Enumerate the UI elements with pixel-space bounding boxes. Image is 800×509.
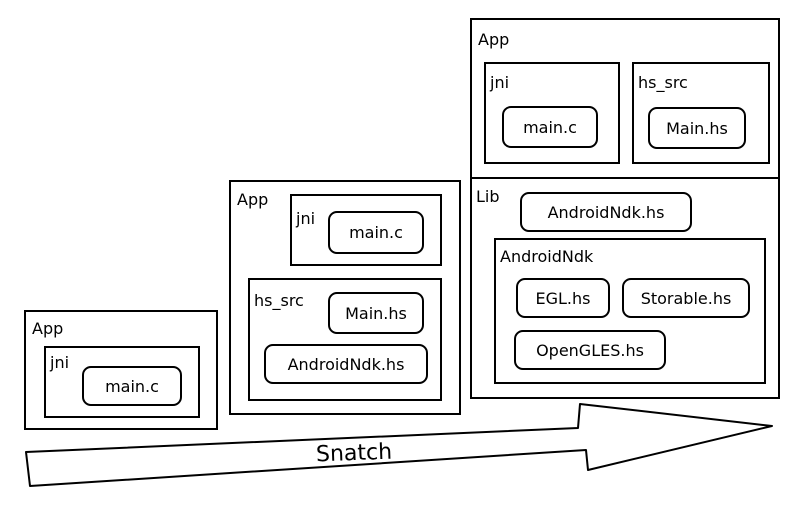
stage3-egl-hs-file: EGL.hs	[516, 278, 610, 318]
stage3-lib-label: Lib	[476, 187, 500, 206]
stage1-jni-label: jni	[50, 353, 70, 372]
stage3-android-ndk-hs-file: AndroidNdk.hs	[520, 192, 692, 232]
stage3-main-c-file: main.c	[502, 106, 598, 148]
stage3-jni-folder: jni main.c	[484, 62, 620, 164]
stage3-android-ndk-folder: AndroidNdk EGL.hs Storable.hs OpenGLES.h…	[494, 238, 766, 384]
stage3-lib-divider	[472, 177, 778, 179]
stage2-hs-src-folder: hs_src Main.hs AndroidNdk.hs	[248, 278, 442, 401]
stage1-main-c-file: main.c	[82, 366, 182, 406]
stage2-main-c-file: main.c	[328, 211, 424, 254]
stage3-jni-label: jni	[490, 73, 510, 92]
stage3-hs-src-folder: hs_src Main.hs	[632, 62, 770, 164]
stage3-main-hs-file: Main.hs	[648, 107, 746, 149]
stage2-jni-label: jni	[296, 209, 316, 228]
stage2-main-hs-file: Main.hs	[328, 292, 424, 334]
stage2-app-label: App	[237, 190, 269, 209]
snatch-arrow-shape	[25, 403, 773, 487]
stage3-opengles-hs-file: OpenGLES.hs	[514, 330, 666, 370]
stage3-android-ndk-folder-label: AndroidNdk	[500, 247, 594, 266]
stage2-app-folder: App jni main.c hs_src Main.hs AndroidNdk…	[229, 180, 461, 415]
stage2-jni-folder: jni main.c	[290, 194, 442, 266]
stage1-jni-folder: jni main.c	[44, 346, 200, 418]
snatch-arrow-label: Snatch	[316, 440, 393, 468]
stage1-app-folder: App jni main.c	[24, 310, 218, 430]
stage1-app-label: App	[32, 319, 64, 338]
stage3-app-label: App	[478, 30, 510, 49]
stage3-hs-src-label: hs_src	[638, 73, 688, 92]
stage3-storable-hs-file: Storable.hs	[622, 278, 750, 318]
stage2-hs-src-label: hs_src	[254, 291, 304, 310]
stage3-app-folder: App jni main.c hs_src Main.hs Lib Androi…	[470, 18, 780, 399]
stage2-android-ndk-hs-file: AndroidNdk.hs	[264, 344, 428, 384]
